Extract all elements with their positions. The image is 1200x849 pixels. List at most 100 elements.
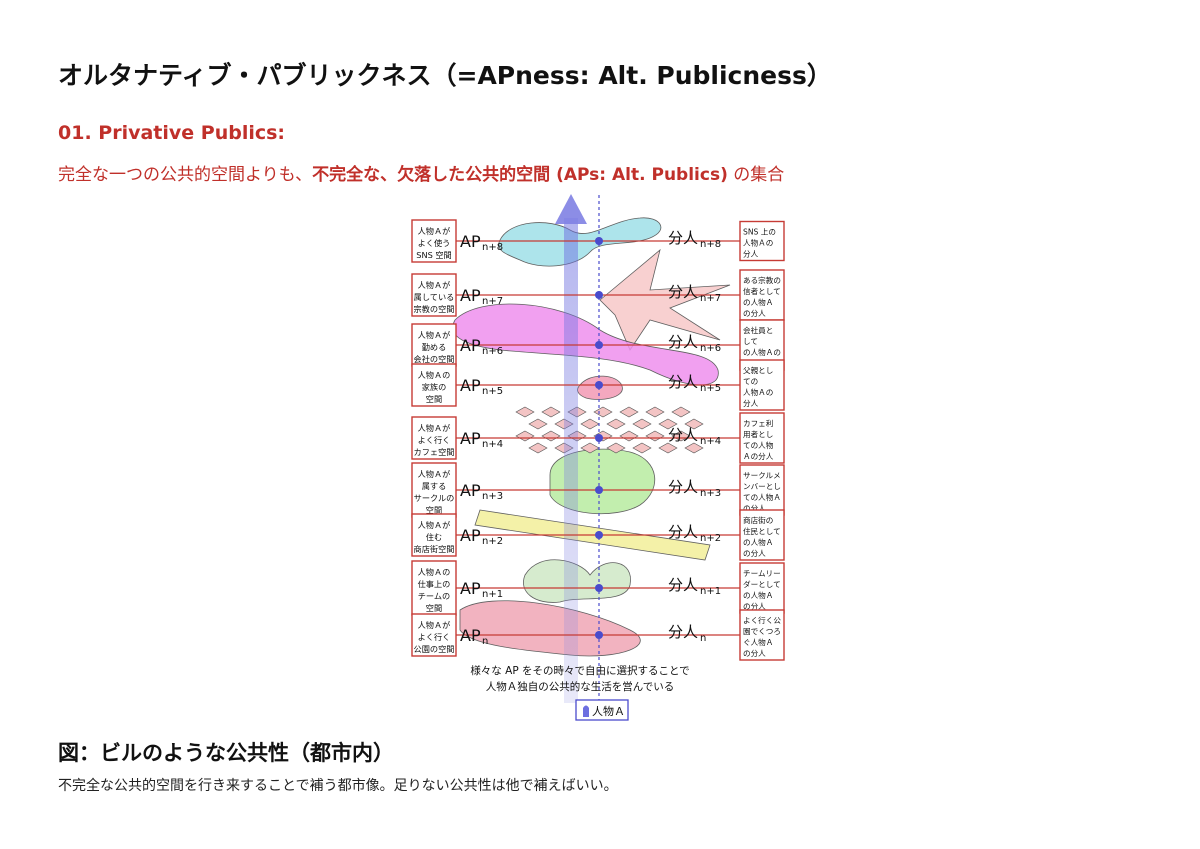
bunjin-label-line: ダーとして bbox=[743, 579, 781, 589]
bunjin-subscript: n+2 bbox=[700, 533, 721, 544]
bunjin-label: 分人 bbox=[668, 523, 698, 541]
bunjin-label-line: の分人 bbox=[743, 549, 766, 558]
cafe-tile bbox=[606, 418, 626, 430]
section-heading: 01. Privative Publics: bbox=[58, 122, 286, 144]
bunjin-subscript: n+3 bbox=[700, 488, 721, 499]
cafe-tile bbox=[684, 418, 704, 430]
bunjin-label-line: の分人 bbox=[743, 309, 766, 318]
space-label-line: 人物Ａが bbox=[418, 226, 451, 236]
bunjin-label-line: して bbox=[743, 337, 758, 346]
bunjin-label: 分人 bbox=[668, 623, 698, 641]
arrow-shaft bbox=[564, 218, 578, 703]
section-description: 完全な一つの公共的空間よりも、不完全な、欠落した公共的空間 (APs: Alt.… bbox=[58, 160, 784, 185]
bunjin-label-line: の人物Ａ bbox=[743, 297, 773, 307]
ap-label: AP bbox=[460, 286, 481, 305]
ap-subscript: n+4 bbox=[482, 439, 503, 450]
space-label-box bbox=[411, 219, 457, 263]
bunjin-subscript: n+5 bbox=[700, 383, 721, 394]
person-icon bbox=[595, 531, 603, 539]
space-label-line: 人物Ａが bbox=[418, 620, 451, 630]
arrow-head-icon bbox=[555, 194, 587, 224]
person-icon bbox=[595, 237, 603, 245]
bunjin-label-line: の人物Ａ bbox=[743, 537, 773, 547]
bunjin-label-box bbox=[739, 269, 785, 321]
ap-label: AP bbox=[460, 626, 481, 645]
ap-label: AP bbox=[460, 579, 481, 598]
park-space-shape bbox=[459, 600, 641, 657]
bunjin-label-line: の分人 bbox=[743, 649, 766, 658]
bunjin-label: 分人 bbox=[668, 229, 698, 247]
bunjin-label: 分人 bbox=[668, 426, 698, 444]
cafe-tile bbox=[645, 406, 665, 418]
space-label-box bbox=[411, 363, 457, 407]
bunjin-label-line: カフェ利 bbox=[743, 418, 773, 428]
ap-label: AP bbox=[460, 429, 481, 448]
cafe-tile bbox=[541, 406, 561, 418]
ap-subscript: n+5 bbox=[482, 386, 503, 397]
bunjin-subscript: n+1 bbox=[700, 586, 721, 597]
space-label-line: サークルの bbox=[414, 493, 455, 503]
bunjin-label-line: ての人物Ａ bbox=[743, 492, 781, 502]
space-label-line: SNS 空間 bbox=[416, 250, 452, 260]
space-label-line: 空間 bbox=[426, 505, 442, 515]
space-label-box bbox=[411, 273, 457, 317]
figure-title: 図：ビルのような公共性（都市内） bbox=[58, 741, 394, 765]
bunjin-label-line: ての人物 bbox=[743, 440, 774, 450]
page-title: オルタナティブ・パブリックネス（=APness: Alt. Publicness… bbox=[58, 61, 832, 90]
bunjin-label-line: の人物Ａの bbox=[743, 347, 781, 357]
bunjin-label-line: 分人 bbox=[743, 399, 759, 408]
bunjin-label-line: ンバーとし bbox=[743, 482, 781, 491]
bunjin-label-line: ての bbox=[743, 377, 758, 386]
bunjin-label-line: チームリー bbox=[743, 569, 781, 578]
figure-caption: 不完全な公共的空間を行き来することで補う都市像。足りない公共性は他で補えばいい。 bbox=[58, 778, 618, 794]
cafe-tile bbox=[619, 406, 639, 418]
bunjin-label-line: 商店街の bbox=[743, 515, 773, 525]
space-label-box bbox=[411, 613, 457, 657]
ap-label: AP bbox=[460, 376, 481, 395]
bunjin-label-box bbox=[739, 509, 785, 561]
person-icon bbox=[595, 341, 603, 349]
cafe-tile bbox=[606, 442, 626, 454]
bunjin-label: 分人 bbox=[668, 333, 698, 351]
bunjin-label-line: の分人 bbox=[743, 504, 766, 513]
space-label-box bbox=[411, 513, 457, 557]
bunjin-label-line: よく行く公 bbox=[743, 615, 781, 625]
cafe-tile bbox=[645, 430, 665, 442]
ap-subscript: n+3 bbox=[482, 491, 503, 502]
cafe-tile bbox=[515, 406, 535, 418]
cafe-tile bbox=[658, 442, 678, 454]
bunjin-label-line: サークルメ bbox=[743, 471, 781, 480]
cafe-tile bbox=[541, 430, 561, 442]
bunjin-subscript: n+6 bbox=[700, 343, 721, 354]
space-label-line: よく行く bbox=[418, 435, 451, 445]
person-icon bbox=[595, 486, 603, 494]
bunjin-label-line: 用者とし bbox=[743, 430, 773, 439]
ap-subscript: n+7 bbox=[482, 296, 503, 307]
person-icon bbox=[595, 381, 603, 389]
space-label-line: 勤める bbox=[422, 342, 447, 352]
person-icon bbox=[595, 434, 603, 442]
bunjin-label-box bbox=[739, 412, 785, 464]
section-description-prefix: 完全な一つの公共的空間よりも、 bbox=[58, 165, 313, 185]
bunjin-label-line: 分人 bbox=[743, 250, 759, 259]
bunjin-label: 分人 bbox=[668, 478, 698, 496]
bunjin-label-box bbox=[739, 359, 785, 411]
space-label-line: よく使う bbox=[418, 238, 451, 248]
bunjin-label-line: SNS 上の bbox=[743, 228, 776, 237]
cafe-tile bbox=[580, 418, 600, 430]
ap-label: AP bbox=[460, 526, 481, 545]
ap-subscript: n bbox=[482, 636, 488, 647]
bunjin-subscript: n+7 bbox=[700, 293, 721, 304]
bunjin-subscript: n+4 bbox=[700, 436, 721, 447]
bunjin-label-box bbox=[739, 220, 785, 262]
space-label-line: 属している bbox=[414, 292, 455, 302]
space-label-line: 住む bbox=[426, 532, 442, 542]
person-icon bbox=[583, 705, 589, 717]
cafe-tile bbox=[684, 442, 704, 454]
